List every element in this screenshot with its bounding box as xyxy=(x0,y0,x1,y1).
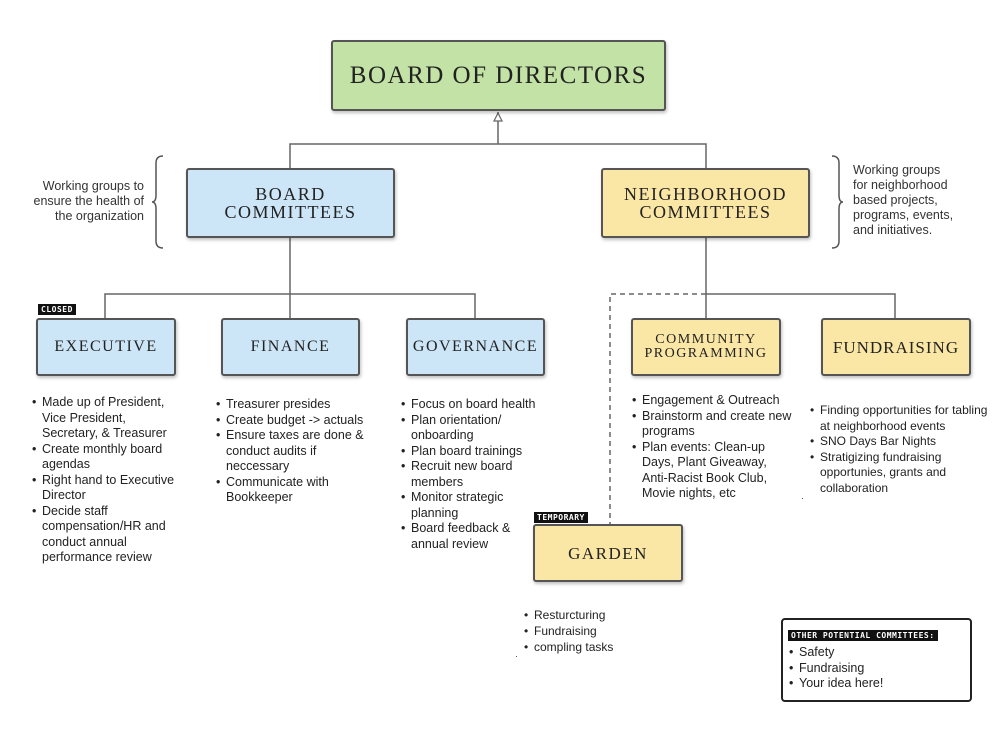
governance-box: GOVERNANCE xyxy=(406,318,545,376)
connector-neighborhood-branches xyxy=(706,293,896,318)
temporary-tag: TEMPORARY xyxy=(534,512,588,523)
connector-garden-dashed xyxy=(609,293,706,524)
left-brace-icon xyxy=(151,155,164,249)
board-committees-box: BOARD COMMITTEES xyxy=(186,168,395,238)
other-committees-list: Safety Fundraising Your idea here! xyxy=(789,645,959,692)
list-item: Fundraising xyxy=(524,623,674,639)
garden-box: GARDEN xyxy=(533,524,683,582)
board-committees-note: Working groups to ensure the health of t… xyxy=(33,179,145,223)
stray-dot xyxy=(516,656,517,657)
list-item: Communicate with Bookkeeper xyxy=(216,475,374,506)
list-item: Your idea here! xyxy=(789,676,959,692)
list-item: Finding opportunities for tabling at nei… xyxy=(810,403,992,434)
community-programming-box: COMMUNITY PROGRAMMING xyxy=(631,318,781,376)
list-item: Plan orientation/ onboarding xyxy=(401,413,543,444)
connector-board-to-committees xyxy=(289,143,707,168)
list-item: Resturcturing xyxy=(524,607,674,623)
list-item: SNO Days Bar Nights xyxy=(810,434,992,450)
garden-list: Resturcturing Fundraising compling tasks xyxy=(524,607,674,655)
community-list: Engagement & Outreach Brainstorm and cre… xyxy=(632,393,792,502)
list-item: Recruit new board members xyxy=(401,459,543,490)
fundraising-list: Finding opportunities for tabling at nei… xyxy=(810,403,992,496)
list-item: Plan events: Clean-up Days, Plant Giveaw… xyxy=(632,440,792,502)
arrowhead-icon xyxy=(493,111,503,122)
closed-tag: CLOSED xyxy=(38,304,76,315)
list-item: Treasurer presides xyxy=(216,397,374,413)
board-of-directors-box: BOARD OF DIRECTORS xyxy=(331,40,666,111)
list-item: Engagement & Outreach xyxy=(632,393,792,409)
list-item: Create monthly board agendas xyxy=(32,442,182,473)
other-committees-heading: OTHER POTENTIAL COMMITTEES: xyxy=(788,630,938,641)
list-item: Brainstorm and create new programs xyxy=(632,409,792,440)
list-item: Monitor strategic planning xyxy=(401,490,543,521)
right-brace-icon xyxy=(831,155,844,249)
list-item: Board feedback & annual review xyxy=(401,521,543,552)
executive-list: Made up of President, Vice President, Se… xyxy=(32,395,182,566)
other-committees-box: OTHER POTENTIAL COMMITTEES: Safety Fundr… xyxy=(781,618,972,702)
governance-list: Focus on board health Plan orientation/ … xyxy=(401,397,543,552)
neighborhood-committees-box: NEIGHBORHOOD COMMITTEES xyxy=(601,168,810,238)
list-item: Decide staff compensation/HR and conduct… xyxy=(32,504,182,566)
list-item: Made up of President, Vice President, Se… xyxy=(32,395,182,442)
stray-dot xyxy=(802,498,803,499)
list-item: Create budget -> actuals xyxy=(216,413,374,429)
executive-box: EXECUTIVE xyxy=(36,318,176,376)
list-item: Fundraising xyxy=(789,661,959,677)
list-item: compling tasks xyxy=(524,639,674,655)
list-item: Plan board trainings xyxy=(401,444,543,460)
list-item: Right hand to Executive Director xyxy=(32,473,182,504)
list-item: Focus on board health xyxy=(401,397,543,413)
list-item: Safety xyxy=(789,645,959,661)
finance-box: FINANCE xyxy=(221,318,360,376)
neighborhood-committees-note: Working groups for neighborhood based pr… xyxy=(853,163,954,237)
list-item: Ensure taxes are done & conduct audits i… xyxy=(216,428,374,475)
fundraising-box: FUNDRAISING xyxy=(821,318,971,376)
list-item: Stratigizing fundraising opportunies, gr… xyxy=(810,450,992,497)
finance-list: Treasurer presides Create budget -> actu… xyxy=(216,397,374,506)
